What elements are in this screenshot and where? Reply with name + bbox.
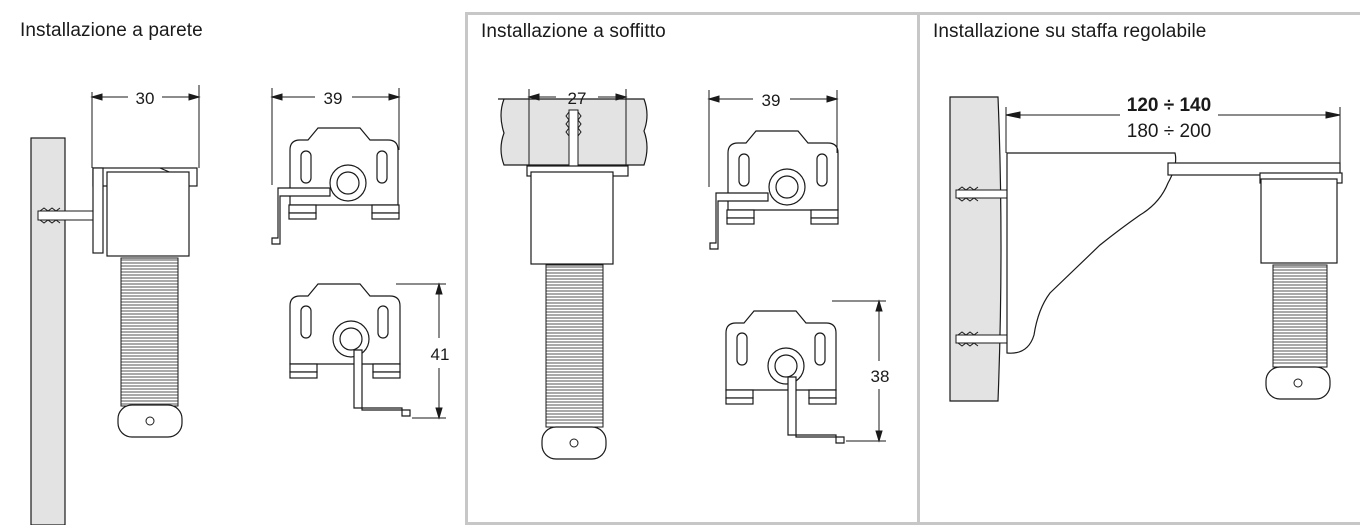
dimension-label: 39 [762, 91, 781, 110]
mounting-clip-bottom [289, 283, 411, 417]
wall-plug-icon [37, 207, 99, 224]
dimension-27 [527, 89, 628, 165]
ceiling-installation-drawing: 27 39 [498, 89, 890, 460]
mounting-clip-top [709, 130, 839, 250]
dimension-41 [396, 282, 446, 420]
panel-title: Installazione a parete [20, 20, 203, 41]
dimension-30 [90, 85, 201, 168]
dimension-label: 39 [324, 89, 343, 108]
wall [949, 96, 1002, 402]
wall-installation-drawing: 30 39 [30, 85, 450, 525]
wall [30, 137, 66, 525]
dimension-label: 27 [568, 89, 587, 108]
dimension-39 [707, 90, 839, 187]
panel-wall-installation: Installazione a parete 30 [0, 0, 468, 525]
adjustable-bracket-drawing: 120 ÷ 140 180 ÷ 200 [949, 95, 1343, 402]
spring [1272, 264, 1328, 368]
panel-title: Installazione a soffitto [481, 21, 666, 42]
dimension-38 [832, 299, 886, 443]
dimension-label: 38 [871, 367, 890, 386]
wall-plug-icon [955, 186, 1011, 347]
dimension-range [1005, 107, 1341, 163]
adjustable-bracket [1006, 152, 1177, 354]
panel-ceiling-installation: Installazione a soffitto 27 [465, 12, 920, 525]
spring [545, 264, 604, 428]
dimension-label: 41 [431, 345, 450, 364]
dimension-39 [270, 88, 401, 185]
panel-adjustable-bracket-installation: Installazione su staffa regolabile [917, 12, 1360, 525]
mounting-clip-top [271, 127, 400, 245]
dimension-label-long: 180 ÷ 200 [1127, 121, 1211, 142]
dimension-label: 30 [136, 89, 155, 108]
dimension-label-short: 120 ÷ 140 [1127, 95, 1211, 116]
motor-housing [530, 171, 614, 265]
motor-housing [106, 171, 190, 257]
mounting-clip-bottom [725, 310, 845, 444]
panel-title: Installazione su staffa regolabile [933, 21, 1207, 42]
motor-housing [1260, 178, 1338, 264]
